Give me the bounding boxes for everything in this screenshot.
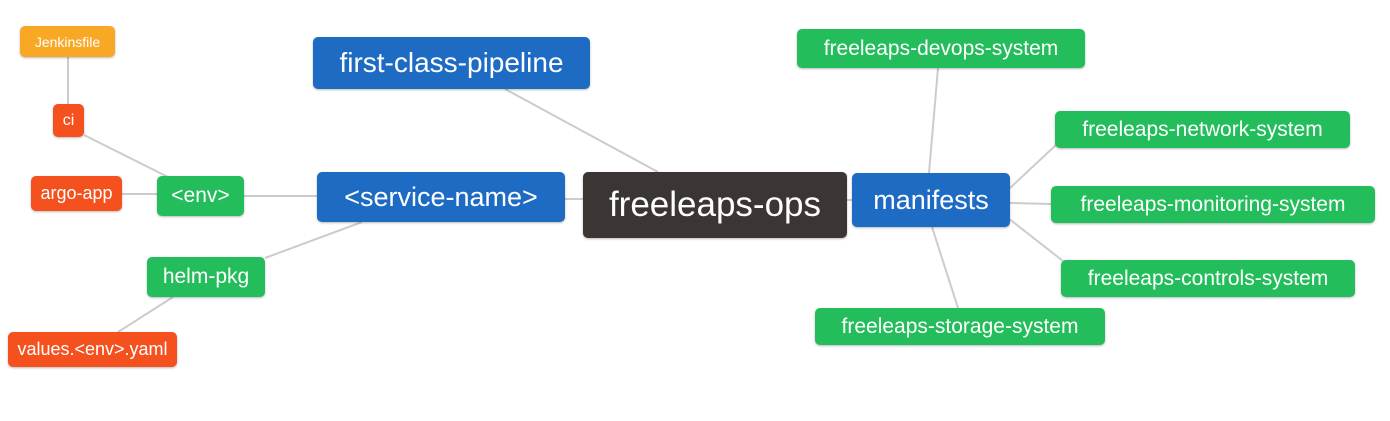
edge-manifests-to-freeleaps-network-system <box>1009 143 1058 189</box>
edge-service-name-to-helm-pkg <box>264 221 363 259</box>
node-values-env-yaml[interactable]: values.<env>.yaml <box>8 332 177 367</box>
edge-first-class-pipeline-to-freeleaps-ops <box>504 88 659 173</box>
node-argo-app[interactable]: argo-app <box>31 176 122 211</box>
edge-manifests-to-freeleaps-devops-system <box>928 67 939 174</box>
node-env[interactable]: <env> <box>157 176 244 216</box>
node-service-name[interactable]: <service-name> <box>317 172 565 222</box>
node-freeleaps-storage-system[interactable]: freeleaps-storage-system <box>815 308 1105 345</box>
edge-manifests-to-freeleaps-controls-system <box>1007 217 1064 262</box>
node-freeleaps-controls-system[interactable]: freeleaps-controls-system <box>1061 260 1355 297</box>
node-freeleaps-network-system[interactable]: freeleaps-network-system <box>1055 111 1350 148</box>
edge-manifests-to-freeleaps-monitoring-system <box>1009 202 1052 205</box>
node-first-class-pipeline[interactable]: first-class-pipeline <box>313 37 590 89</box>
edge-manifests-to-freeleaps-storage-system <box>931 226 959 309</box>
node-jenkinsfile[interactable]: Jenkinsfile <box>20 26 115 57</box>
edge-ci-to-env <box>83 134 169 178</box>
node-freeleaps-ops[interactable]: freeleaps-ops <box>583 172 847 238</box>
node-freeleaps-monitoring-system[interactable]: freeleaps-monitoring-system <box>1051 186 1375 223</box>
node-manifests[interactable]: manifests <box>852 173 1010 227</box>
node-helm-pkg[interactable]: helm-pkg <box>147 257 265 297</box>
node-ci[interactable]: ci <box>53 104 84 137</box>
edge-helm-pkg-to-values-env-yaml <box>117 296 174 333</box>
node-freeleaps-devops-system[interactable]: freeleaps-devops-system <box>797 29 1085 68</box>
